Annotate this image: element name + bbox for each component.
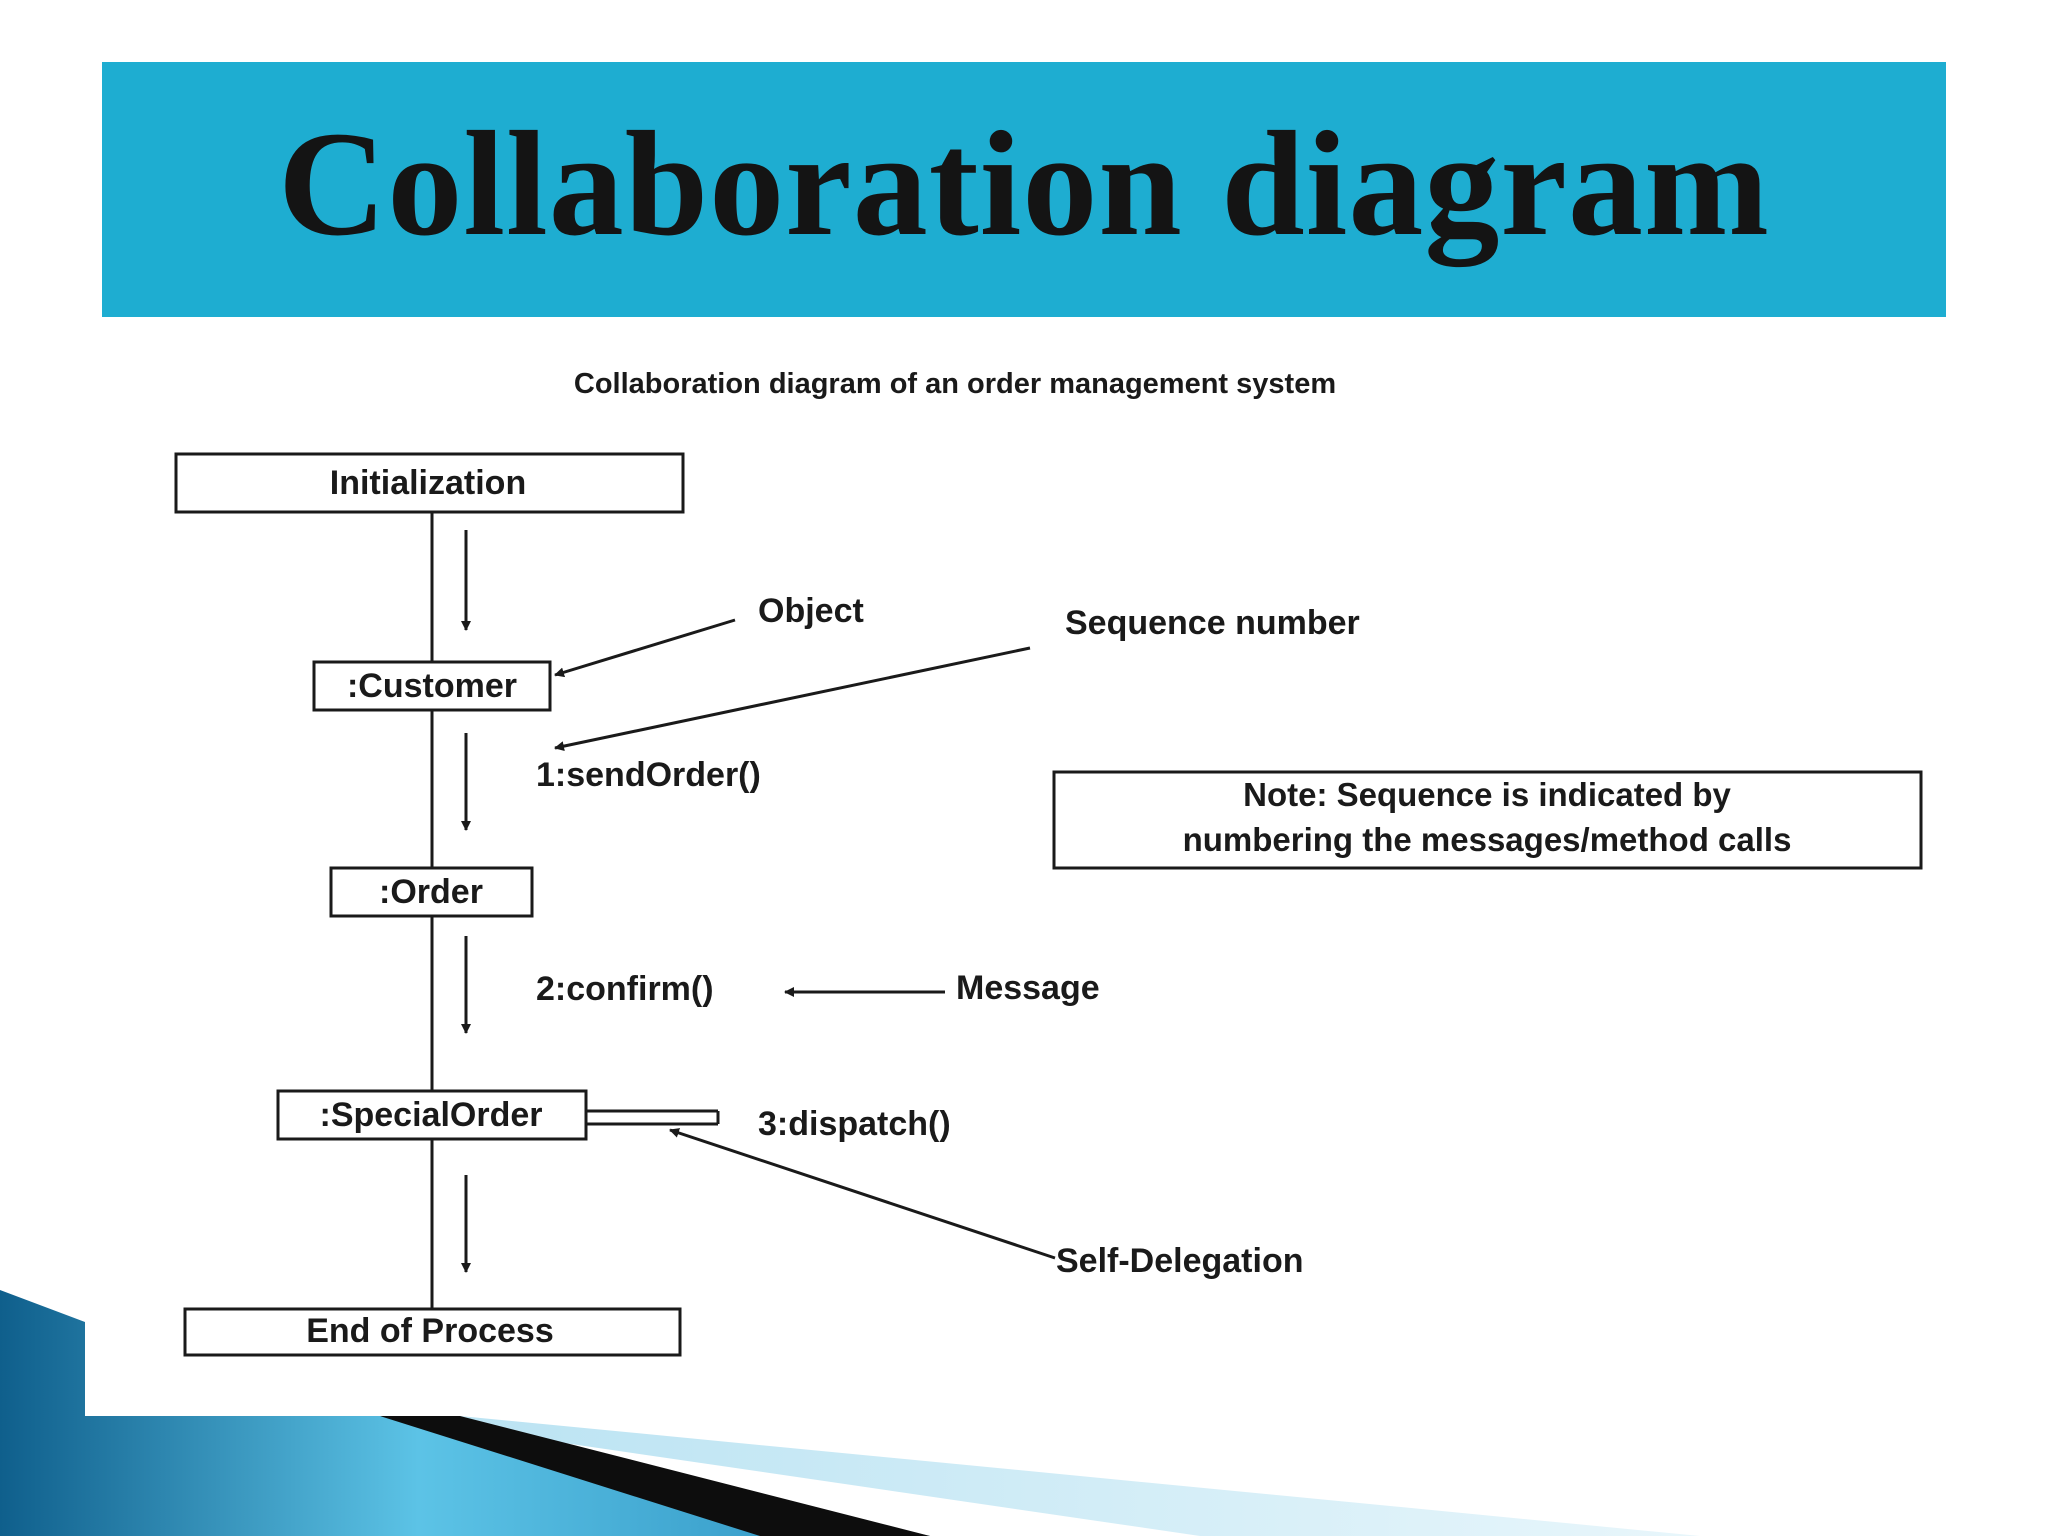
special-order-object: :SpecialOrder xyxy=(276,1089,588,1141)
note-line-2: numbering the messages/method calls xyxy=(1183,821,1792,858)
customer-object: :Customer xyxy=(312,660,552,712)
corner-dark-swoosh xyxy=(380,1416,930,1536)
customer-label: :Customer xyxy=(347,667,517,705)
order-object: :Order xyxy=(329,866,534,918)
end-of-process-label: End of Process xyxy=(306,1312,554,1350)
order-label: :Order xyxy=(379,873,483,911)
corner-light-swoosh xyxy=(380,1416,1700,1536)
initialization-label: Initialization xyxy=(330,464,526,502)
end-of-process-object: End of Process xyxy=(183,1307,682,1357)
title-banner: Collaboration diagram xyxy=(102,62,1946,317)
sequence-number-pointer-arrow xyxy=(554,646,1031,752)
sequence-number-annotation: Sequence number xyxy=(1065,604,1360,642)
object-annotation: Object xyxy=(758,592,864,630)
message-2-label: 2:confirm() xyxy=(536,970,714,1008)
self-delegation-loop xyxy=(586,1109,720,1126)
message-1-label: 1:sendOrder() xyxy=(536,756,761,794)
special-order-label: :SpecialOrder xyxy=(320,1096,543,1134)
message-annotation: Message xyxy=(956,969,1100,1007)
self-delegation-pointer-arrow xyxy=(669,1128,1056,1260)
slide-title: Collaboration diagram xyxy=(278,100,1770,267)
note-box: Note: Sequence is indicated by numbering… xyxy=(1052,770,1923,870)
diagram-caption: Collaboration diagram of an order manage… xyxy=(574,368,1336,400)
object-pointer-arrow xyxy=(554,618,736,678)
corner-blue-shape xyxy=(0,1290,930,1536)
self-delegation-annotation: Self-Delegation xyxy=(1056,1242,1303,1280)
message-3-label: 3:dispatch() xyxy=(758,1105,951,1143)
note-line-1: Note: Sequence is indicated by xyxy=(1243,776,1731,813)
initialization-object: Initialization xyxy=(174,452,685,514)
